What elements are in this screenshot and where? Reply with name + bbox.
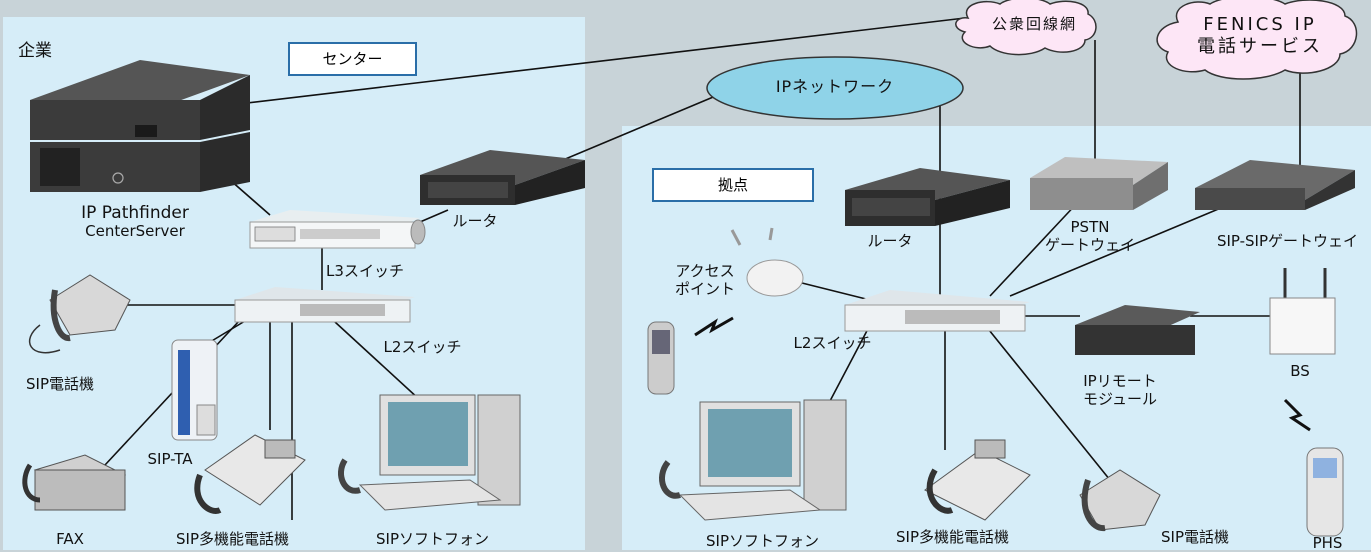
center-l2-switch-label: L2スイッチ <box>383 338 462 356</box>
center-softphone-label: SIPソフトフォン <box>376 530 489 548</box>
wireless-symbol <box>694 316 734 337</box>
bs-base-station <box>1269 268 1336 355</box>
center-router <box>420 150 585 205</box>
center-sip-multi-phone <box>194 434 306 514</box>
site-router-label: ルータ <box>867 232 913 250</box>
center-l2-switch <box>234 287 415 323</box>
server-name-label: IP Pathfinder <box>81 203 189 223</box>
ip-pathfinder-server <box>30 60 250 192</box>
center-softphone-pc <box>338 394 521 511</box>
enterprise-label: 企業 <box>18 41 52 61</box>
fax-label: FAX <box>56 530 84 548</box>
phs-handset <box>1306 447 1344 537</box>
public-network-label: 公衆回線網 <box>991 15 1077 33</box>
sip-sip-gateway <box>1195 160 1355 210</box>
ip-network-label: IPネットワーク <box>775 77 895 96</box>
ip-remote-module <box>1075 305 1200 355</box>
pstn-gateway <box>1030 157 1168 210</box>
site-sip-multi-phone <box>924 439 1031 521</box>
access-point <box>730 227 804 297</box>
ip-network-ellipse <box>706 56 964 120</box>
public-network-cloud <box>955 0 1097 56</box>
site-l2-switch-label: L2スイッチ <box>793 334 872 352</box>
site-sip-multi-phone-label: SIP多機能電話機 <box>896 528 1009 546</box>
center-router-label: ルータ <box>452 212 498 230</box>
site-sip-phone-label: SIP電話機 <box>1161 528 1229 546</box>
l3-switch <box>249 210 426 249</box>
l3-switch-label: L3スイッチ <box>326 262 404 280</box>
center-box: センター <box>288 42 417 76</box>
center-sip-phone-label: SIP電話機 <box>26 375 94 393</box>
ip-remote-label-line1: IPリモート <box>1083 372 1157 390</box>
bs-wireless-symbol <box>1283 398 1311 432</box>
fenics-label-line2: 電話サービス <box>1197 36 1323 57</box>
site-softphone-pc <box>659 399 847 521</box>
fenics-label-line1: FENICS IP <box>1203 14 1317 35</box>
sip-ta-label: SIP-TA <box>147 450 193 468</box>
sip-ta-device <box>171 339 218 441</box>
bs-label: BS <box>1290 362 1310 380</box>
pstn-gateway-label-line1: PSTN <box>1070 218 1110 236</box>
site-router <box>845 168 1010 226</box>
sip-sip-gateway-label: SIP-SIPゲートウェイ <box>1216 232 1359 250</box>
access-point-label-line2: ポイント <box>674 280 735 298</box>
fenics-cloud <box>1156 0 1358 80</box>
center-sip-multi-phone-label: SIP多機能電話機 <box>176 530 289 548</box>
site-softphone-label: SIPソフトフォン <box>706 532 819 550</box>
fax-machine <box>22 454 127 511</box>
site-mobile-handset <box>647 321 675 395</box>
access-point-label-line1: アクセス <box>675 262 735 280</box>
center-sip-phone <box>28 274 131 354</box>
site-sip-phone <box>1079 469 1161 532</box>
site-l2-switch <box>844 290 1030 332</box>
phs-label: PHS <box>1312 534 1343 552</box>
site-box: 拠点 <box>652 168 814 202</box>
server-sub-label: CenterServer <box>85 222 185 240</box>
pstn-gateway-label-line2: ゲートウェイ <box>1044 236 1135 254</box>
ip-remote-label-line2: モジュール <box>1083 390 1157 408</box>
